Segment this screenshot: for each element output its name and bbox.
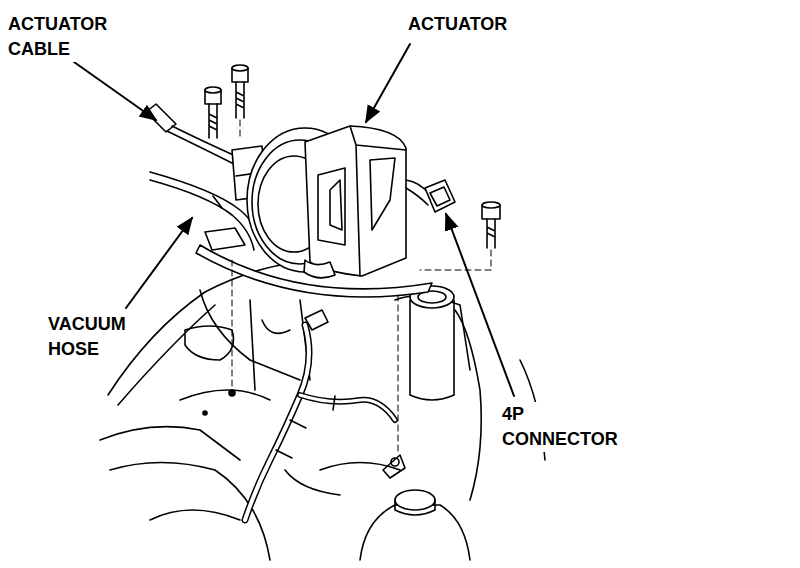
bolt (205, 87, 221, 138)
connector-4p (430, 187, 450, 206)
actuator-cable (172, 126, 240, 158)
body-panel (150, 510, 240, 520)
mount-hole (203, 411, 207, 415)
label-anchor: ACTUATOR CABLE (6, 12, 109, 62)
bottle-cap (395, 500, 435, 515)
connector-4p (425, 180, 455, 212)
wire-harness (300, 395, 395, 420)
part-label: 4P CONNECTOR (500, 402, 620, 452)
actuator-cable (167, 131, 236, 165)
wire-harness (245, 325, 309, 520)
reservoir (410, 300, 454, 400)
body-panel (455, 310, 481, 500)
harness-clip (305, 310, 328, 330)
wire-harness (245, 325, 309, 520)
part-label: ACTUATOR CABLE (6, 12, 109, 62)
label-anchor: ACTUATOR (406, 12, 509, 37)
harness-tie (276, 396, 335, 458)
label-anchor: VACUUM HOSE (46, 312, 128, 362)
bottle (360, 505, 470, 560)
mount-hole (229, 390, 235, 396)
body-panel (185, 326, 234, 360)
cable-end (146, 104, 176, 132)
alignment-line (232, 120, 491, 455)
hose (262, 320, 340, 495)
leader-arrow (74, 44, 514, 396)
actuator-housing (305, 126, 406, 276)
label-anchor: 4P CONNECTOR (500, 402, 620, 452)
hose-clamp (213, 196, 222, 208)
part-label: VACUUM HOSE (46, 312, 128, 362)
wire-harness (300, 395, 395, 420)
fender-line (118, 305, 215, 405)
part-label: ACTUATOR (406, 12, 509, 37)
stud (383, 455, 405, 478)
body-panel (250, 300, 310, 390)
bottle-cap (395, 490, 435, 510)
actuator-housing (350, 126, 406, 276)
bolt (232, 65, 248, 118)
body-panel (100, 427, 240, 460)
bolt (482, 202, 500, 248)
bracket-tab (205, 228, 245, 250)
vacuum-port (304, 260, 335, 278)
body-panel (180, 390, 270, 400)
housing-rib (330, 158, 395, 230)
